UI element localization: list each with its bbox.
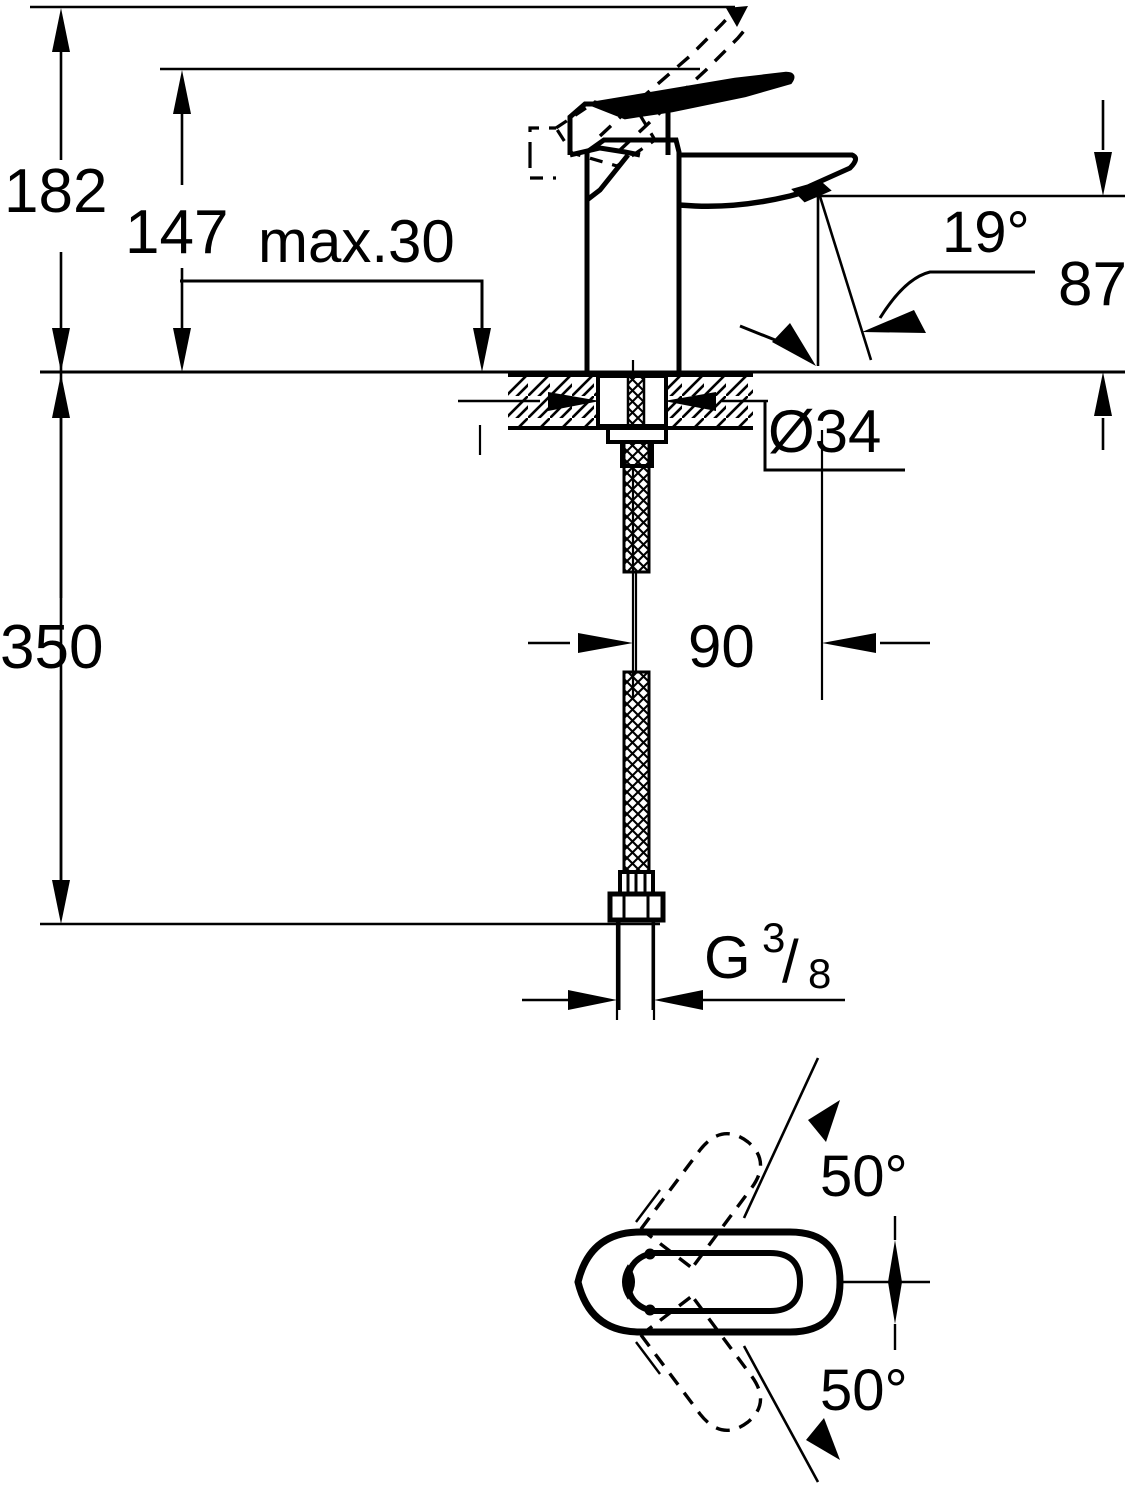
dim-87-arrow-bottom: [1094, 372, 1112, 416]
dim-34-arrow-right: [664, 392, 716, 411]
dim-90-arrow-left: [578, 633, 633, 653]
hose-hex-nut: [607, 891, 666, 923]
dim-g38-denominator: 8: [808, 950, 831, 997]
dim-g38-divider: /: [782, 928, 799, 995]
dim-350-arrow-bottom: [52, 880, 70, 924]
dim-147: 147: [125, 70, 228, 372]
dim-19-label: 19°: [942, 200, 1030, 265]
plan-axis-arrow-down: [888, 1282, 902, 1324]
dim-90: 90: [528, 613, 930, 680]
faucet-body: [528, 6, 858, 372]
dim-34-leader-step: [763, 401, 905, 472]
body-spout-top-outline: [584, 137, 858, 195]
dim-19-arrow-right: [862, 310, 926, 333]
dim-147-arrow-top: [173, 70, 191, 114]
dim-19-angled-ref: [816, 189, 873, 361]
plan-projection-lines: [635, 1189, 661, 1375]
dim-g38-prefix: G: [704, 924, 751, 991]
supply-hose: [607, 440, 666, 1010]
dim-thread-g38: G 3 / 8: [522, 914, 845, 1010]
dim-350-arrow-top: [52, 374, 70, 418]
hose-braid-lower: [622, 670, 651, 874]
dim-350-label: 350: [0, 613, 103, 682]
plan-cartridge-slot: [622, 1264, 635, 1300]
plan-view: 50° 50°: [574, 1057, 930, 1483]
dim-max30-arrow: [473, 328, 491, 372]
lever-housing-rotated-dashed: [528, 100, 678, 180]
plan-lever-outline: [624, 1250, 804, 1314]
dim-g38-arrow-right: [654, 990, 703, 1010]
plan-lever-rotated-up-dashed: [639, 1132, 763, 1270]
dim-87: 87: [1058, 100, 1127, 450]
plan-50-lower-label: 50°: [820, 1358, 908, 1423]
dim-147-arrow-bottom: [173, 328, 191, 372]
plan-dim-50-upper: 50°: [742, 1057, 908, 1219]
mounting-washer: [606, 426, 668, 444]
plan-50-lower-arrow: [806, 1418, 840, 1460]
dim-34-arrow-left: [548, 392, 600, 411]
dim-90-arrow-right: [822, 633, 876, 653]
dim-19deg: 19°: [739, 189, 1035, 366]
plan-50-upper-arrow: [808, 1100, 840, 1142]
threaded-stud-in-deck: [626, 374, 646, 428]
plan-pivot-dot-upper: [644, 1248, 656, 1260]
dim-182: 182: [4, 8, 107, 900]
hose-hex-nut-faces: [622, 896, 650, 918]
plan-50-upper-ref-line: [742, 1057, 820, 1219]
plan-pivot-dot-lower: [644, 1304, 656, 1316]
dim-87-arrow-top: [1094, 152, 1112, 196]
dim-34-label: Ø34: [768, 398, 881, 465]
dim-90-label: 90: [688, 613, 755, 680]
plan-dim-50-lower: 50°: [742, 1345, 908, 1483]
extension-lines: [30, 5, 1125, 1020]
hose-collar-flutes: [626, 874, 647, 892]
dim-182-label: 182: [4, 157, 107, 226]
dim-g38-numerator: 3: [762, 914, 785, 961]
dim-max30: max.30: [180, 208, 491, 372]
dim-19-arrow-left: [772, 323, 816, 366]
hose-braid-upper: [622, 440, 651, 574]
dim-diameter-34: Ø34: [458, 392, 905, 472]
dim-max30-leader: [180, 279, 484, 330]
lever-raised-arrow-tip: [726, 6, 748, 27]
plan-axis-arrow-up: [888, 1240, 902, 1282]
dim-87-label: 87: [1058, 250, 1127, 319]
plan-axis-arrows: [888, 1216, 902, 1350]
lever-arm-solid: [583, 71, 795, 120]
dim-19-leader-right: [878, 270, 1035, 319]
dim-182-arrow-bottom: [52, 328, 70, 372]
dim-350: 350: [0, 374, 103, 924]
lever-arm-raised-dashed: [598, 10, 750, 152]
plan-50-lower-ref-line: [742, 1345, 820, 1483]
plan-50-upper-label: 50°: [820, 1144, 908, 1209]
dim-182-arrow-top: [52, 8, 70, 52]
dim-max30-label: max.30: [258, 208, 455, 275]
dim-147-label: 147: [125, 198, 228, 267]
elevation-view: 182 147 max.30 350: [0, 5, 1127, 1020]
dim-g38-arrow-left: [568, 990, 617, 1010]
plan-lever-rotated-down-dashed: [639, 1294, 763, 1432]
spout-outlet-tip: [791, 180, 832, 203]
spout-underside: [678, 186, 816, 210]
